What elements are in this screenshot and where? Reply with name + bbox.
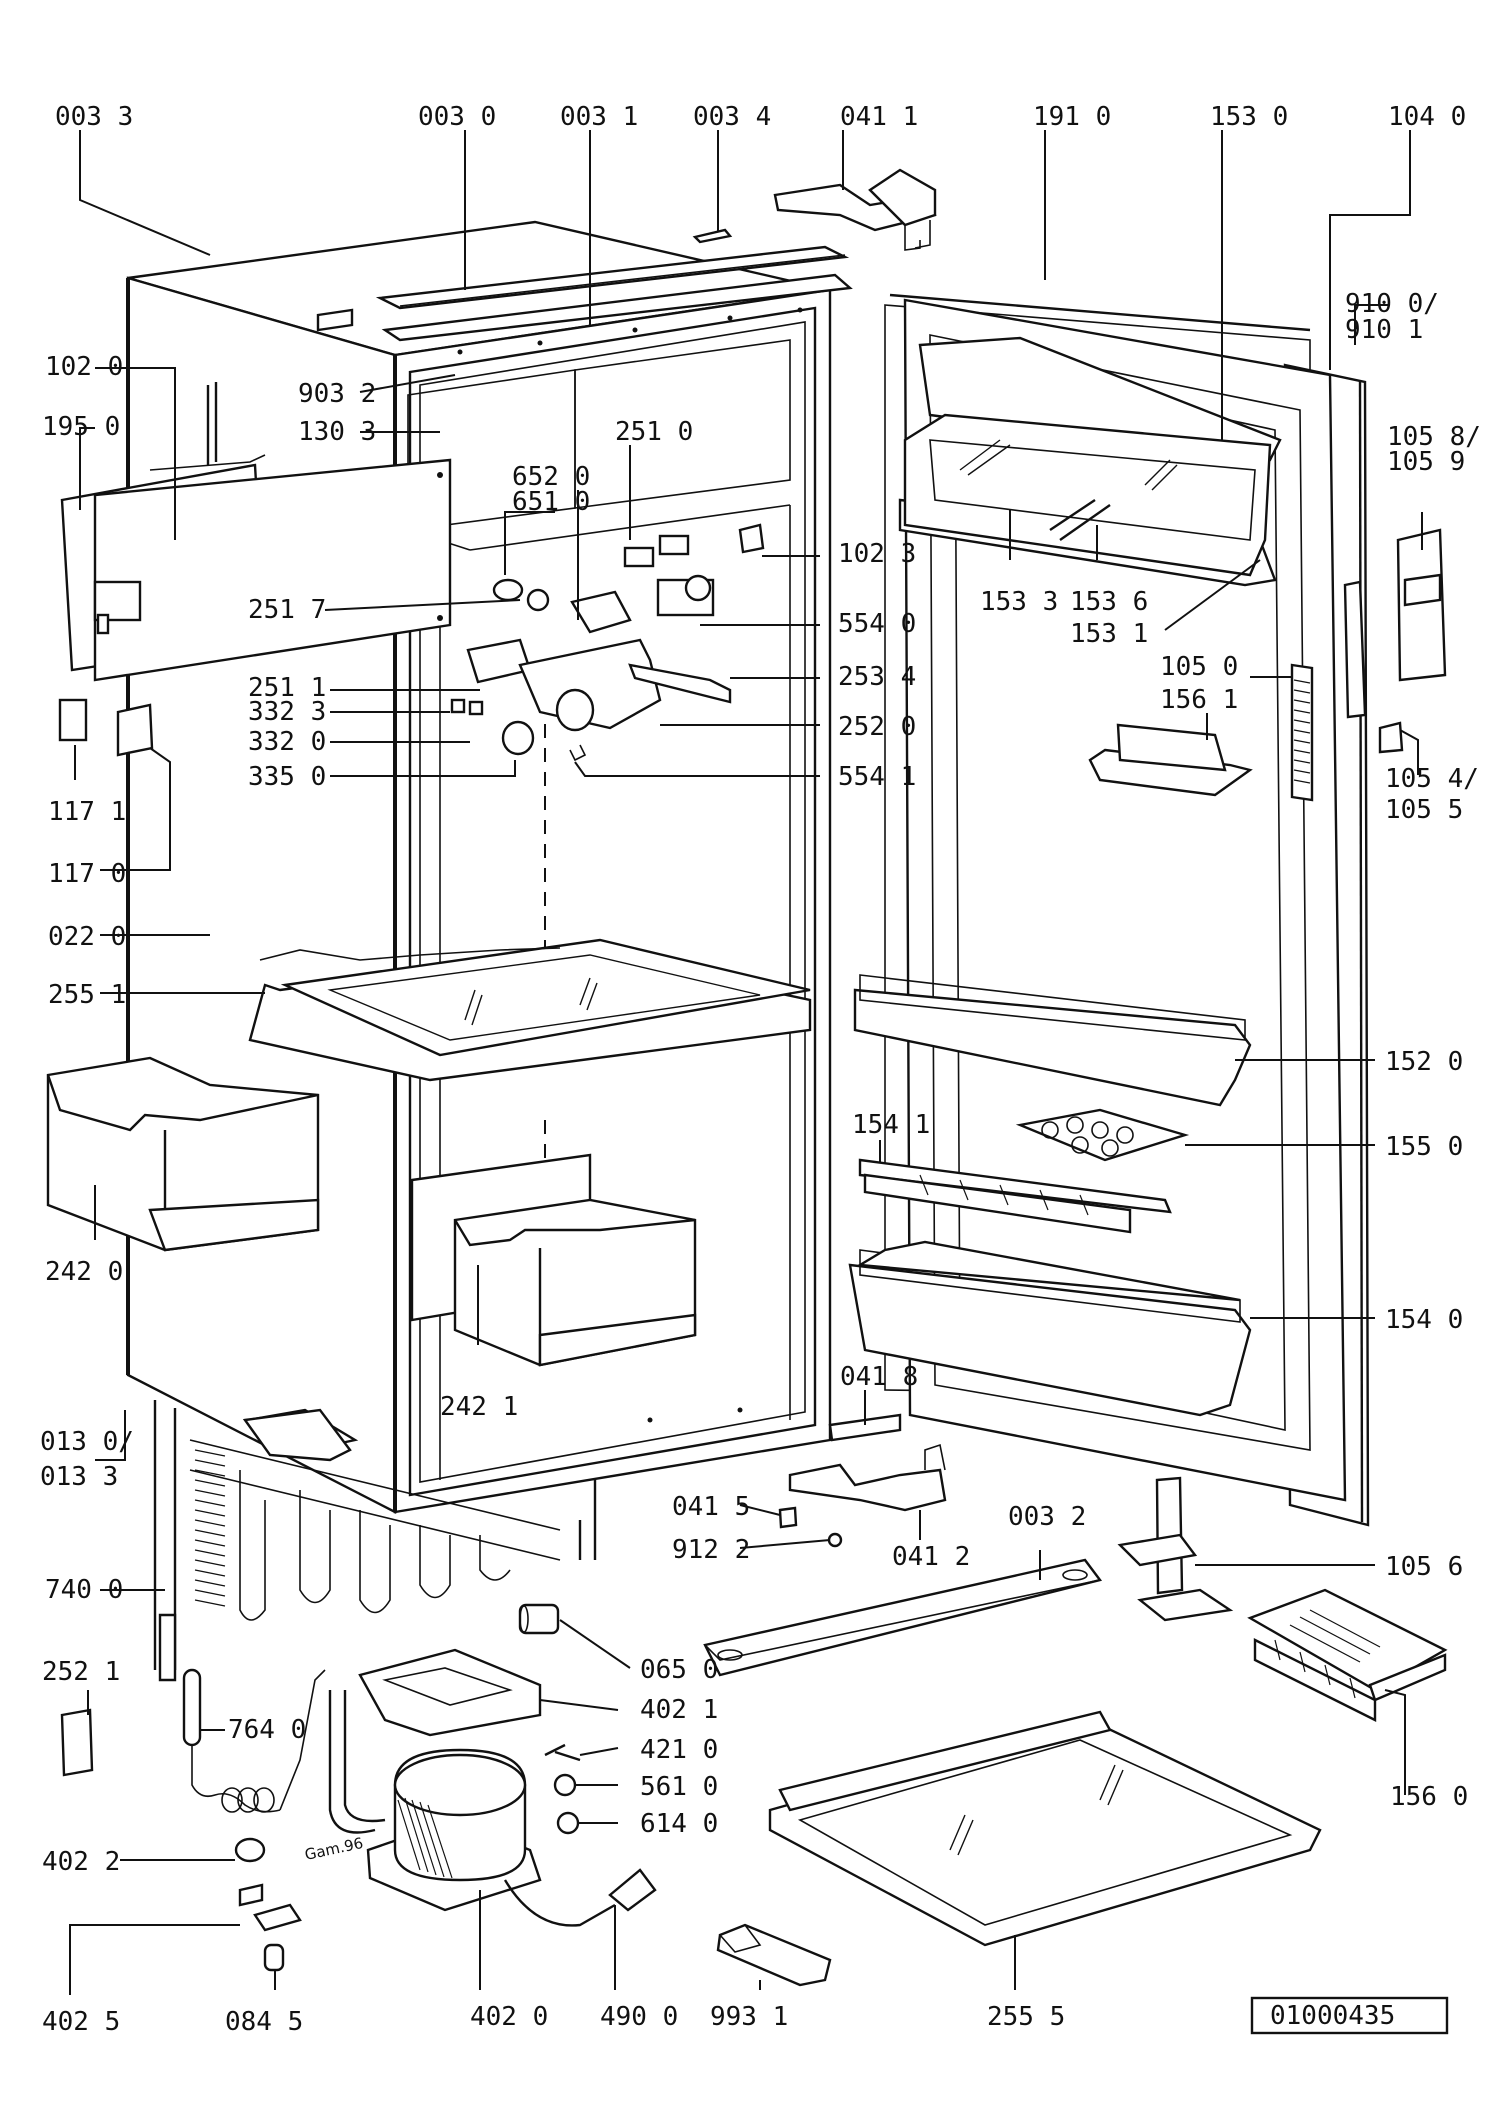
part-label: 105 6 [1385,1552,1463,1582]
part-label: 402 2 [42,1847,120,1877]
part-label: 490 0 [600,2002,678,2032]
part-label: 154 0 [1385,1305,1463,1335]
part-label: 561 0 [640,1772,718,1802]
part-label: 003 2 [1008,1502,1086,1532]
part-label: 152 0 [1385,1047,1463,1077]
part-label: 652 0 [512,462,590,492]
part-label: 041 1 [840,102,918,132]
part-label: 153 3 [980,587,1058,617]
part-label: 003 3 [55,102,133,132]
part-label: 912 2 [672,1535,750,1565]
part-label: 252 0 [838,712,916,742]
part-label: 013 3 [40,1462,118,1492]
part-label: 102 0 [45,352,123,382]
part-label: 402 1 [640,1695,718,1725]
part-label: 251 7 [248,595,326,625]
part-label: 117 1 [48,797,126,827]
document-number-box [1250,1996,1449,2035]
part-label: 013 0/ [40,1427,134,1457]
part-label: 105 8/ [1387,422,1481,452]
part-label: 153 6 [1070,587,1148,617]
bottom-glass-shelf [768,1710,1322,1947]
part-label: 130 3 [298,417,376,447]
part-label: 764 0 [228,1715,306,1745]
part-label: 153 1 [1070,619,1148,649]
part-label: 154 1 [852,1110,930,1140]
part-label: 252 1 [42,1657,120,1687]
bottom-hinge-parts [778,1413,1234,1622]
part-label: 191 0 [1033,102,1111,132]
part-label: 041 8 [840,1362,918,1392]
part-label: 105 9 [1387,447,1465,477]
crisper-drawer-left [46,1056,320,1252]
part-label: 153 0 [1210,102,1288,132]
part-label: 104 0 [1388,102,1466,132]
part-label: 041 5 [672,1492,750,1522]
part-label: 117 0 [48,859,126,889]
ice-scraper [716,1923,832,1987]
compressor-assembly [328,1603,657,1927]
part-label: 332 3 [248,697,326,727]
part-label: 255 5 [987,2002,1065,2032]
part-label: 105 0 [1160,652,1238,682]
signature-text: Gam.96 [303,1834,365,1864]
part-label: 993 1 [710,2002,788,2032]
part-label: 255 1 [48,980,126,1010]
part-label: 253 4 [838,662,916,692]
refrigerator-door [848,293,1447,1527]
part-label: 003 1 [560,102,638,132]
part-label: 614 0 [640,1809,718,1839]
part-label: 084 5 [225,2007,303,2037]
part-label: 402 5 [42,2007,120,2037]
part-label: 910 0/ [1345,289,1439,319]
part-label: 242 0 [45,1257,123,1287]
part-label: 156 1 [1160,685,1238,715]
top-cover-strips [316,228,853,342]
part-label: 402 0 [470,2002,548,2032]
part-label: 041 2 [892,1542,970,1572]
capillary-tube [182,1668,326,1813]
part-label: 155 0 [1385,1132,1463,1162]
small-parts-left [58,698,352,1972]
part-label: 003 4 [693,102,771,132]
control-panel-cover [60,382,452,682]
thermostat-lamp-assembly [450,523,765,762]
part-label: 651 0 [512,487,590,517]
part-label: 156 0 [1390,1782,1468,1812]
part-label: 022 0 [48,922,126,952]
part-label: 740 0 [45,1575,123,1605]
part-label: 421 0 [640,1735,718,1765]
document-number: 01000435 [1270,2001,1395,2031]
part-label: 102 3 [838,539,916,569]
part-label: 332 0 [248,727,326,757]
part-label: 554 0 [838,609,916,639]
part-label: 195 0 [42,412,120,442]
part-label: 105 5 [1385,795,1463,825]
part-label: 554 1 [838,762,916,792]
part-label: 251 0 [615,417,693,447]
part-label: 105 4/ [1385,764,1479,794]
top-hinge [773,168,937,251]
part-label: 910 1 [1345,315,1423,345]
leader-lines [69,130,1423,1995]
part-label: 003 0 [418,102,496,132]
bottom-cover-strip [703,1558,1103,1677]
part-labels: 003 3 003 0 003 1 003 4 041 1 191 0 153 0 104 0… [40,102,1481,2037]
part-label: 065 0 [640,1655,718,1685]
part-label: 251 1 [248,673,326,703]
part-label: 903 2 [298,379,376,409]
part-label: 335 0 [248,762,326,792]
part-label: 242 1 [440,1392,518,1422]
crisper-drawer-right [410,1153,697,1367]
ice-tray [1247,1588,1448,1722]
glass-shelf [248,938,812,1082]
